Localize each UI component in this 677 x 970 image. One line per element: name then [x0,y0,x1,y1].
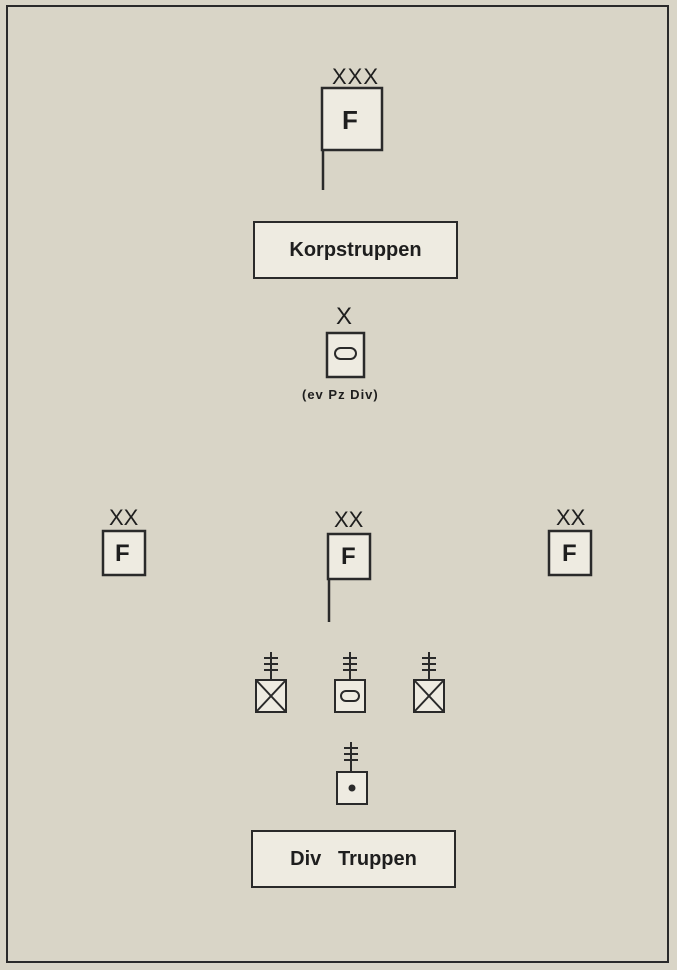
armored-unit [334,652,366,713]
artillery-unit [336,742,368,805]
corps-troops-label: Korpstruppen [253,221,458,279]
division-letter-right: F [562,540,577,567]
figure-frame [6,5,669,963]
infantry-unit-left [255,652,287,713]
division-hq-symbol-right [547,529,593,577]
brigade-symbol [325,331,366,379]
infantry-unit-right [413,652,445,713]
corps-size-mark: XXX [332,64,380,89]
brigade-size-mark: X [336,303,353,330]
division-hq-symbol-center [326,532,372,622]
corps-hq-symbol [320,86,384,190]
division-hq-symbol-left [101,529,147,577]
division-letter-left: F [115,540,130,567]
brigade-note: (ev Pz Div) [302,387,379,402]
division-size-mark-left: XX [109,505,139,530]
division-size-mark-center: XX [334,507,364,532]
division-size-mark-right: XX [556,505,586,530]
corps-letter: F [342,105,358,135]
division-troops-label: Div Truppen [251,830,456,888]
division-letter-center: F [341,543,356,570]
